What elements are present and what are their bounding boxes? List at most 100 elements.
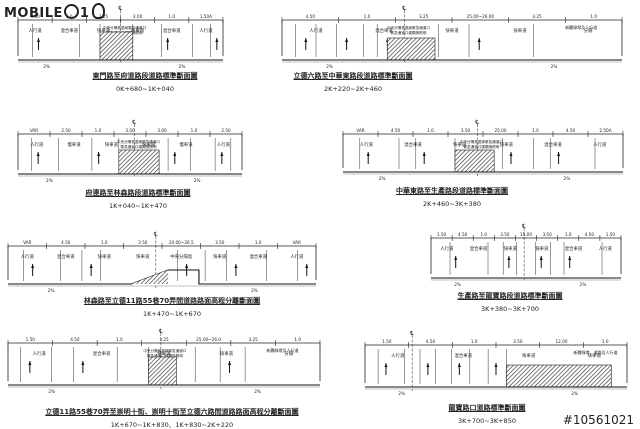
lane-label: 人行道 <box>33 350 47 357</box>
lane-label: 快車道 <box>522 352 536 359</box>
lane-label: 人行道 <box>28 27 42 34</box>
hatched-barrier <box>387 37 436 61</box>
dimension-label: 3.25 <box>532 14 542 19</box>
lane-label: 混合車道 <box>454 352 472 359</box>
dimension-label: VAR <box>23 240 31 245</box>
lane-label: 混合車道 <box>565 245 583 252</box>
logo-digit: 1 <box>79 6 90 21</box>
direction-arrow-head-icon <box>228 361 232 365</box>
lane-label: 混合車道 <box>544 141 562 148</box>
median-note: 中央分隔島邊緣緊急通道口 <box>117 139 161 144</box>
lane-label: 人行道 <box>360 141 374 148</box>
median-note: 緊急通道口護欄與照明 <box>463 144 499 149</box>
section-title: 東門路至府道路段道路標準斷面圖 <box>92 72 198 80</box>
station-range: 3K+380~3K+700 <box>481 305 539 313</box>
dimension-label: 4.50 <box>61 240 71 245</box>
pavement-line <box>8 269 316 285</box>
slope-label: 2% <box>48 288 55 293</box>
lane-label: 快車道 <box>588 352 602 359</box>
station-range: 3K+700~3K+850 <box>458 417 516 425</box>
slope-label: 2% <box>571 391 578 396</box>
dimension-label: 12.00 <box>556 339 568 344</box>
dimension-label: 25.00~26.00 <box>467 14 495 19</box>
dimension-label: 4.50 <box>566 128 576 133</box>
direction-arrow-head-icon <box>81 361 85 365</box>
lane-label: 中央分隔島 <box>170 253 193 260</box>
dimension-label: 1.50 <box>382 339 392 344</box>
dimension-label: 1.0 <box>191 128 198 133</box>
direction-arrow-head-icon <box>36 152 40 156</box>
dimension-label: 4.50 <box>391 128 401 133</box>
direction-arrow-head-icon <box>422 152 426 156</box>
dimension-label: 1.0 <box>427 128 434 133</box>
dimension-label: VAR <box>293 240 301 245</box>
dimension-label: 15.00 <box>520 232 532 237</box>
slope-label: 2% <box>564 176 571 181</box>
lane-label: 快車道 <box>131 27 145 34</box>
lane-label: 人行道 <box>30 141 44 148</box>
ramp-fill <box>131 270 169 284</box>
dimension-label: 1.0 <box>364 14 371 19</box>
centre-line-symbol: ℄ <box>154 231 158 238</box>
lane-label: 混合車道 <box>60 27 78 34</box>
hatched-barrier <box>148 356 177 386</box>
direction-arrow-head-icon <box>557 152 561 156</box>
lane-label: 人行道 <box>309 27 323 34</box>
direction-arrow-head-icon <box>37 38 40 42</box>
direction-arrow-head-icon <box>509 152 513 156</box>
slope-label: 2% <box>46 178 53 183</box>
dimension-label: 1.50 <box>26 337 36 342</box>
watermark: #10561021 <box>562 413 634 427</box>
dimension-label: 4.50 <box>30 14 40 19</box>
dimension-label: 3.00 <box>133 14 143 19</box>
lane-label: 慢車道 <box>179 141 193 148</box>
lane-label: 分隔 <box>284 350 293 357</box>
lane-label: 快車道 <box>220 350 234 357</box>
dimension-label: 1.50 <box>437 232 447 237</box>
direction-arrow-head-icon <box>539 256 543 260</box>
dimension-label: 20.00~26.5 <box>169 240 194 245</box>
dimension-label: 1.0 <box>565 232 572 237</box>
lane-label: 人行道 <box>199 27 213 34</box>
direction-arrow-head-icon <box>345 38 349 42</box>
slope-label: 2% <box>48 389 55 394</box>
hatched-barrier <box>454 149 495 173</box>
hatched-barrier <box>506 364 612 388</box>
median-note: 中央分隔島邊緣緊急通道口 <box>103 25 147 30</box>
slope-label: 2% <box>43 64 50 69</box>
hatched-barrier <box>118 149 160 175</box>
dimension-label: 1.0 <box>255 240 262 245</box>
section-title: 立德六路至中華東路段道路標準斷面圖 <box>293 72 413 80</box>
centre-line-symbol: ℄ <box>475 119 479 126</box>
centre-line-symbol: ℄ <box>159 328 163 335</box>
lane-label: 人行道 <box>440 245 454 252</box>
direction-arrow-head-icon <box>507 256 511 260</box>
lane-label: 快車道 <box>98 253 112 260</box>
station-range: 1K+040~1K+470 <box>109 202 167 210</box>
dimension-label: 1.0 <box>532 128 539 133</box>
dimension-label: 2.50A <box>599 128 611 133</box>
dimension-label: 3.25 <box>248 337 258 342</box>
dimension-label: 1.0 <box>590 14 597 19</box>
dimension-label: 25.00~26.0 <box>196 337 221 342</box>
dimension-label: 3.50 <box>500 232 510 237</box>
dimension-label: 3.50 <box>513 339 523 344</box>
lane-label: 快車道 <box>513 27 527 34</box>
direction-arrow-head-icon <box>304 38 308 42</box>
dimension-label: VAR <box>356 128 364 133</box>
direction-arrow-head-icon <box>454 256 458 260</box>
lane-label: 人行道 <box>217 141 231 148</box>
median-note: 中央分隔島邊緣緊急通道口 <box>460 139 504 144</box>
lane-label: 混合車道 <box>93 350 111 357</box>
lane-label: 混合車道 <box>470 245 488 252</box>
median-note: 中央分隔島邊緣緊急通道口 <box>143 348 187 353</box>
centre-line-symbol: ℄ <box>402 5 406 12</box>
section-title: 生產路至龍寶路段道路標準斷面圖 <box>457 292 563 300</box>
